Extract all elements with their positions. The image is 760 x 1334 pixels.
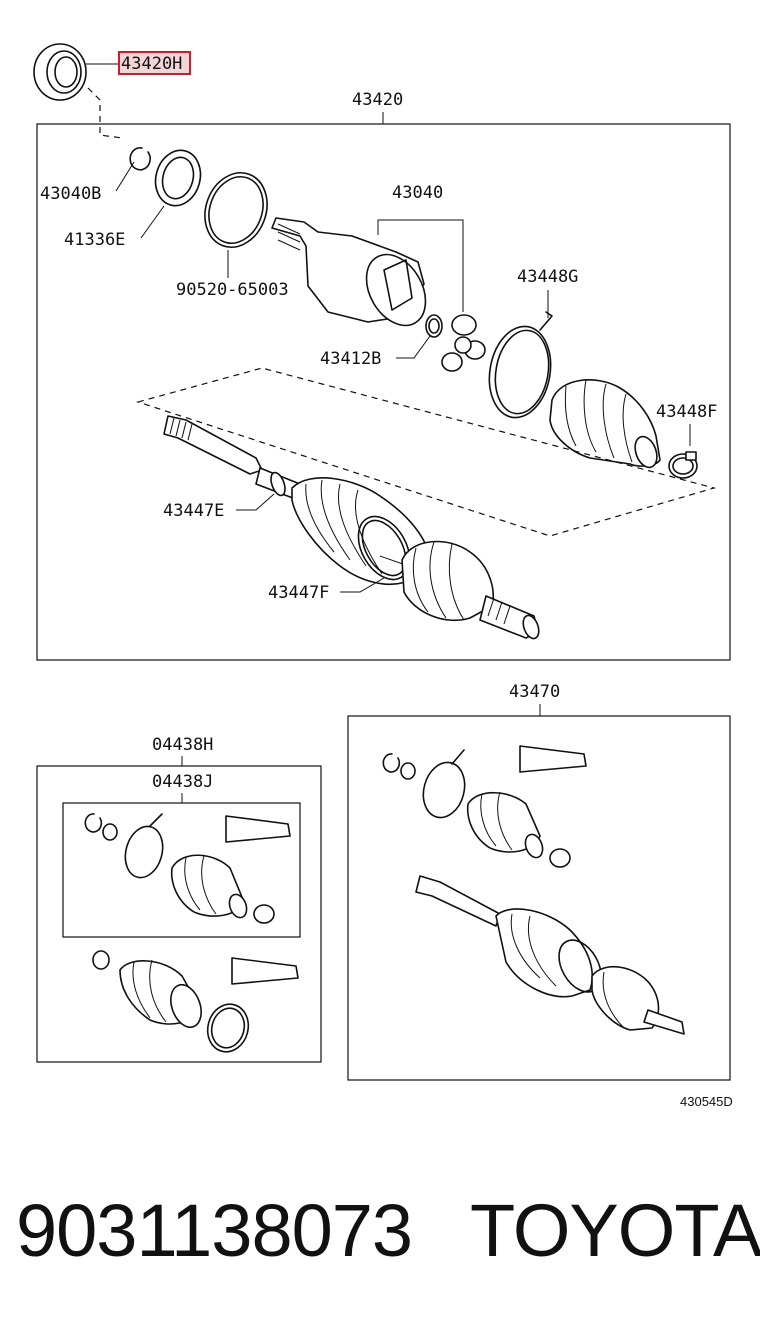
- bearing-part[interactable]: [150, 145, 207, 210]
- snap-ring-label[interactable]: 43040B: [40, 184, 101, 204]
- tripod-ring-label[interactable]: 43412B: [320, 349, 381, 369]
- kit-left-inner-label[interactable]: 04438J: [152, 772, 213, 792]
- kit-left-outer-label[interactable]: 04438H: [152, 735, 213, 755]
- outer-ring-label[interactable]: 90520-65003: [176, 280, 289, 300]
- inner-joint-label[interactable]: 43040: [392, 183, 443, 203]
- seal-leader: [87, 87, 123, 139]
- kit-left-inner-frame: [62, 802, 301, 938]
- boot-inner-clamp-label[interactable]: 43447E: [163, 501, 224, 521]
- bearing-label[interactable]: 41336E: [64, 230, 125, 250]
- tripod-ring-part[interactable]: [425, 314, 443, 338]
- inner-joint-housing-part[interactable]: [271, 217, 438, 336]
- drive-shaft-part[interactable]: [163, 415, 542, 641]
- highlight-box: [118, 51, 191, 75]
- main-assembly-label[interactable]: 43420: [352, 90, 403, 110]
- clamp-small-label[interactable]: 43448F: [656, 402, 717, 422]
- kit-right-frame: [347, 715, 731, 1081]
- kit-left-outer-frame: [36, 765, 322, 1063]
- kit-left-outer-parts[interactable]: [92, 950, 299, 1056]
- outer-boot-part[interactable]: [549, 379, 661, 471]
- clamp-small-part[interactable]: [668, 451, 698, 479]
- highlighted-part-label[interactable]: 43420H: [121, 54, 182, 74]
- kit-right-parts[interactable]: [382, 745, 685, 1035]
- kit-left-inner-parts[interactable]: [84, 813, 291, 924]
- drawing-code: 430545D: [680, 1094, 733, 1109]
- clamp-large-part[interactable]: [482, 311, 557, 423]
- snap-ring-part[interactable]: [129, 147, 151, 171]
- tripod-part[interactable]: [441, 314, 486, 372]
- boot-outer-clamp-label[interactable]: 43447F: [268, 583, 329, 603]
- brand-name: TOYOTA: [470, 1189, 760, 1272]
- outer-ring-part[interactable]: [195, 164, 277, 256]
- main-assembly-frame: [36, 123, 731, 661]
- shaft-subassembly-frame: [135, 367, 717, 537]
- kit-right-label[interactable]: 43470: [509, 682, 560, 702]
- part-number: 9031138073: [16, 1189, 413, 1272]
- oil-seal-part[interactable]: [33, 43, 118, 101]
- clamp-large-label[interactable]: 43448G: [517, 267, 578, 287]
